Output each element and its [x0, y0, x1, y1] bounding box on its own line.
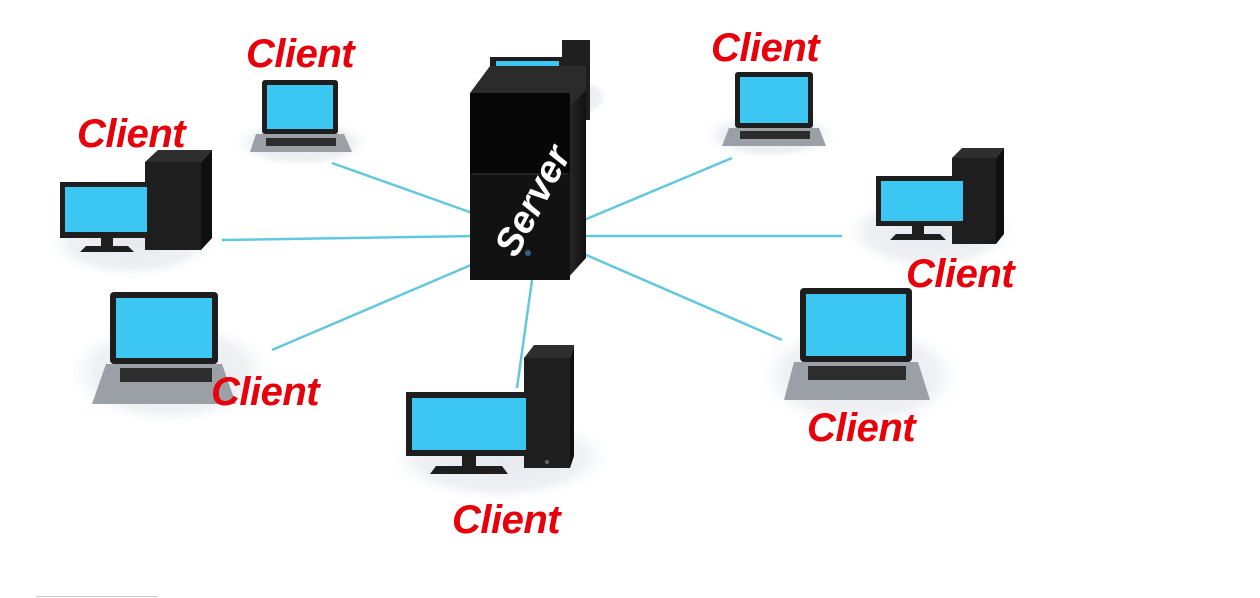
link-bottom	[515, 279, 534, 389]
client-label-top-right: Client	[711, 26, 820, 70]
link-top-left	[331, 161, 479, 217]
server-tower	[470, 66, 586, 280]
client-top-right-laptop	[722, 72, 826, 146]
client-bottom-right-laptop	[784, 288, 930, 400]
client-label-top-left: Client	[246, 32, 355, 76]
client-label-left: Client	[77, 112, 186, 156]
client-label-bottom: Client	[452, 498, 561, 542]
client-left-desktop	[60, 150, 212, 252]
client-bottom-desktop	[406, 345, 574, 474]
client-label-right: Client	[906, 252, 1015, 296]
connections	[221, 156, 842, 389]
divider	[36, 596, 158, 597]
link-left	[221, 234, 479, 242]
client-bottom-left-laptop	[92, 292, 236, 404]
client-label-bottom-right: Client	[807, 406, 916, 450]
client-top-left-laptop	[250, 80, 352, 152]
client-right-desktop	[876, 148, 1004, 244]
link-bottom-left	[271, 260, 479, 352]
server-power-led	[525, 250, 531, 256]
link-top-right	[583, 156, 733, 222]
link-bottom-right	[583, 252, 783, 342]
client-label-bottom-left: Client	[211, 370, 320, 414]
